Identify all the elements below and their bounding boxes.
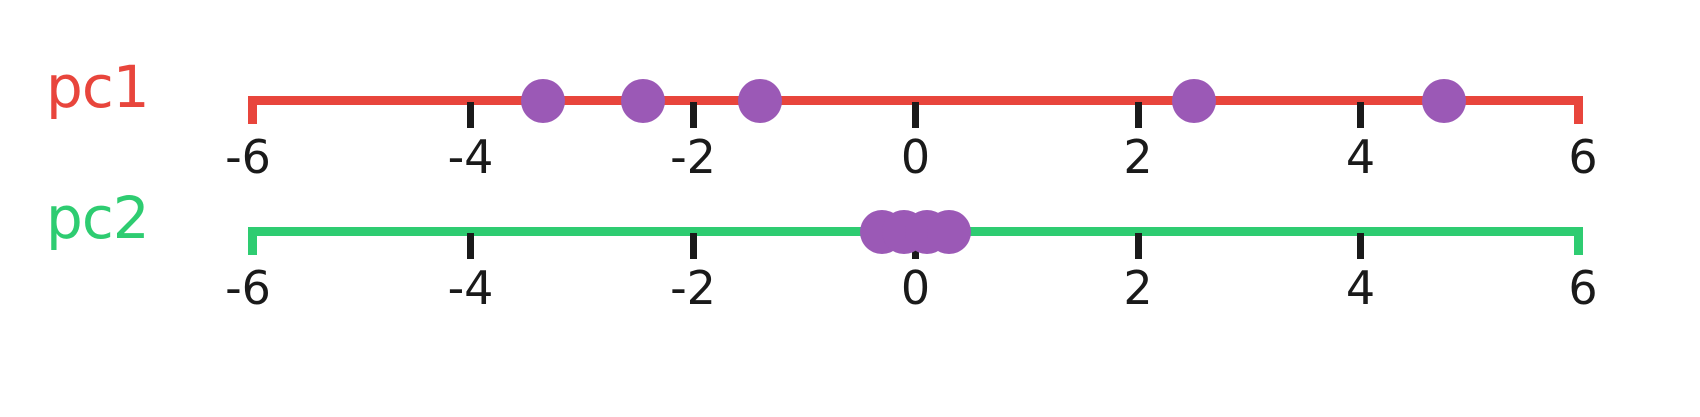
tick-mark-pc1--4 — [467, 102, 474, 128]
tick-label-pc2-6: 6 — [1568, 261, 1598, 315]
data-point[interactable] — [1171, 78, 1216, 123]
tick-mark-pc2--4 — [467, 233, 474, 259]
data-point[interactable] — [520, 78, 565, 123]
axis-endcap-pc2-min — [248, 227, 257, 255]
tick-mark-pc2-2 — [1134, 233, 1142, 259]
axis-endcap-pc1-min — [248, 96, 257, 124]
tick-mark-pc1--2 — [689, 102, 697, 128]
tick-label-pc1-4: 4 — [1345, 130, 1376, 184]
axis-line-pc1 — [248, 96, 1583, 105]
tick-label-pc2--2: -2 — [670, 261, 716, 315]
tick-label-pc1-2: 2 — [1123, 130, 1153, 184]
tick-label-pc1--4: -4 — [447, 130, 494, 184]
tick-label-pc2-4: 4 — [1345, 261, 1376, 315]
tick-label-pc2-2: 2 — [1123, 261, 1153, 315]
tick-label-pc1--2: -2 — [670, 130, 716, 184]
axis-title-pc1: pc1 — [46, 53, 150, 121]
tick-label-pc1--6: -6 — [225, 130, 271, 184]
tick-label-pc1-0: 0 — [900, 130, 931, 184]
data-point[interactable] — [926, 209, 971, 254]
tick-label-pc1-6: 6 — [1568, 130, 1598, 184]
tick-mark-pc1-0 — [912, 102, 919, 128]
data-point[interactable] — [737, 78, 782, 123]
data-point[interactable] — [1421, 78, 1466, 123]
tick-label-pc2--6: -6 — [225, 261, 271, 315]
tick-label-pc2-0: 0 — [900, 261, 931, 315]
tick-mark-pc2--2 — [689, 233, 697, 259]
axis-endcap-pc2-max — [1574, 227, 1583, 255]
axis-endcap-pc1-max — [1574, 96, 1583, 124]
tick-mark-pc1-2 — [1134, 102, 1142, 128]
axis-title-pc2: pc2 — [46, 184, 150, 252]
tick-label-pc2--4: -4 — [447, 261, 494, 315]
tick-mark-pc1-4 — [1357, 102, 1364, 128]
data-point[interactable] — [620, 78, 665, 123]
tick-mark-pc2-4 — [1357, 233, 1364, 259]
